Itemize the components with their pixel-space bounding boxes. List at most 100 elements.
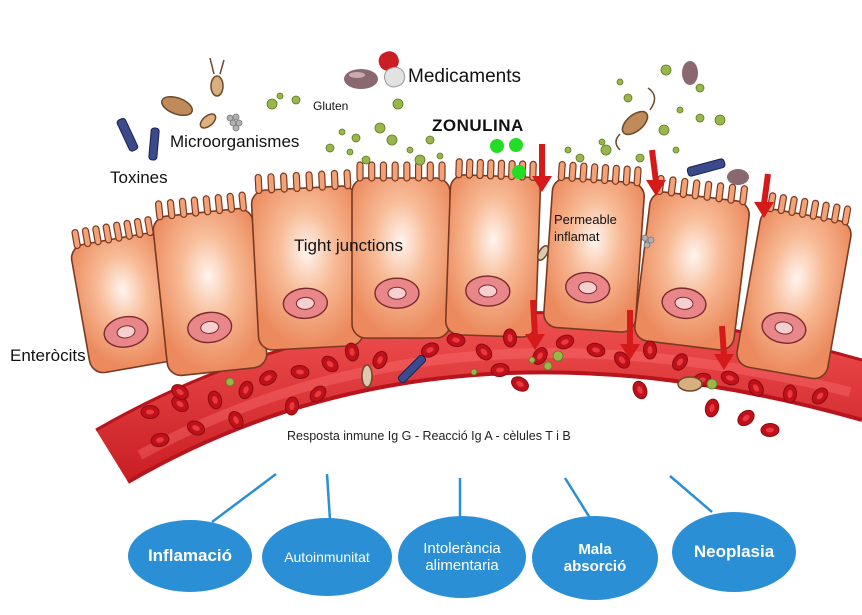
gluten-label: Gluten [313,99,349,113]
gluten-particle-icon [291,95,301,105]
permeability-arrows [525,144,774,370]
enterocyte-cell [736,192,852,380]
gluten-particle-icon [600,144,612,156]
inflamat-label: inflamat [554,229,600,244]
gluten-particle-icon [543,361,553,371]
enterocyte-cell [250,169,365,351]
rbc-center [618,356,626,364]
gluten-particle-icon [695,113,705,123]
outcome-label: Neoplasia [693,542,775,562]
nucleolus [200,320,220,334]
rbc-center [452,337,460,343]
enterocyte-cell [70,216,180,374]
microvillus [841,205,852,226]
gluten-particle-icon [346,148,354,156]
cell-body [736,208,852,380]
gluten-particle-icon [695,83,705,93]
arrow-shaft [719,325,727,357]
microvillus [426,161,434,182]
rbc-center [243,386,249,394]
vessel-highlight [137,348,852,460]
vessel-body [96,312,862,482]
microvillus [379,161,388,182]
microvillus [279,172,288,193]
enterocyte-cell [152,191,268,377]
nucleolus [116,325,136,339]
microvillus [590,163,599,184]
rbc-center [192,425,200,431]
microvillus [226,192,236,213]
gluten-particle-icon [414,154,426,166]
zonulin-icon [490,138,526,179]
outcome-label-line1: Intolerància [423,539,501,557]
gluten-particle-icon [623,93,633,103]
microvillus [739,185,749,206]
microvillus [820,201,830,222]
rbc-center [787,390,793,398]
gluten-particle-icon [635,153,645,163]
arrow-head [714,354,734,370]
microvillus [727,183,737,204]
microvillus [144,216,154,237]
gluten-particle-icon [436,152,444,160]
rbc-center [156,437,164,443]
rbc-center [816,392,824,400]
gluten-particle-icon [361,155,371,165]
microvillus [809,199,820,220]
microvillus [102,223,113,244]
rbc-center [296,369,304,375]
microvillus [703,180,713,201]
arrow-shaft [761,173,771,205]
arrow-head [646,180,666,196]
rbc-center [326,360,334,368]
gluten-particles [225,64,726,390]
gluten-particle-icon [470,368,478,376]
rbc-center [212,396,218,404]
microvillus [557,160,566,182]
rbc-center [426,347,434,353]
nucleolus [478,284,498,298]
gluten-particle-icon [266,98,278,110]
microvillus [831,203,841,224]
microvillus [133,217,144,238]
gluten-particle-icon [706,378,718,390]
enterocyte-cell [351,161,451,339]
arrow-head [532,176,552,192]
microvillus [568,161,577,182]
arrow-head [620,344,640,360]
microvillus [476,158,484,180]
microvillus [403,161,411,182]
microvillus [798,197,809,218]
microvillus [633,166,642,187]
outcome-label-line2: absorció [563,558,627,575]
rbc-center [766,427,774,433]
microvillus [438,161,446,182]
toxin-molecule-icon [116,117,726,384]
microvillus [788,195,798,216]
microvillus [667,176,677,197]
rbc-center [496,367,504,373]
gluten-particle-icon [374,122,386,134]
enterocyte-cell [634,174,750,351]
outcome-label-line2: alimentaria [425,557,499,574]
bacterium-icon [160,57,703,392]
rbc-center [516,381,524,387]
microvillus [166,199,176,220]
outcome-intolerancia: Intolerància alimentaria [398,516,526,598]
microvillus [368,161,376,182]
rbc-center [726,375,734,381]
rbc-center [314,390,322,398]
gluten-particle-icon [658,124,670,136]
enterocits-label: Enteròcits [10,346,86,365]
microvillus [343,169,352,190]
microvillus [529,160,537,181]
microvillus [238,191,248,212]
nucleolus [674,296,694,310]
cell-body [250,185,365,351]
gluten-particle-icon [672,146,680,154]
microvillus [92,225,102,246]
cell-body [152,207,268,377]
gluten-particle-icon [660,64,672,76]
enterocyte-cell [543,160,645,333]
rbc-center [176,388,184,396]
